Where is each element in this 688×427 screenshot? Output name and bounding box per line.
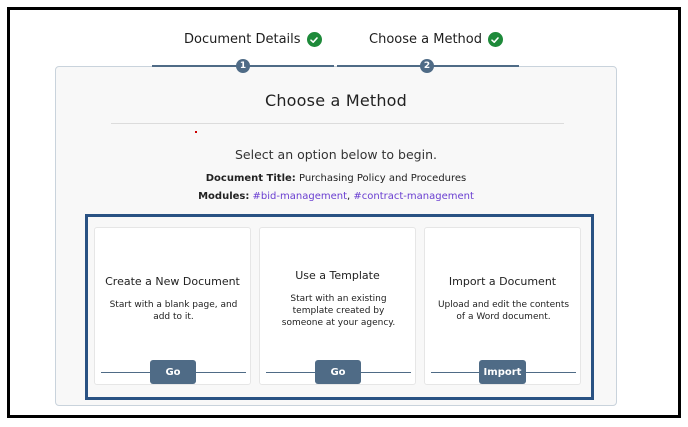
module-link-bid-management[interactable]: #bid-management	[252, 191, 347, 202]
option-description: Start with a blank page, and add to it.	[109, 300, 238, 322]
progress-stepper: Document Details Choose a Method	[0, 0, 688, 80]
step-choose-method[interactable]: Choose a Method	[369, 32, 503, 47]
document-title-value: Purchasing Policy and Procedures	[298, 173, 467, 184]
option-title: Import a Document	[448, 275, 557, 288]
module-separator: ,	[347, 191, 351, 202]
step-number-badge: 1	[236, 59, 250, 73]
step-label: Choose a Method	[369, 32, 482, 47]
go-button[interactable]: Go	[315, 360, 361, 384]
instruction-text: Select an option below to begin.	[235, 147, 437, 162]
option-title: Create a New Document	[105, 275, 240, 288]
document-title-line: Document Title: Purchasing Policy and Pr…	[56, 173, 616, 184]
step-label: Document Details	[184, 32, 301, 47]
modules-line: Modules: #bid-management, #contract-mana…	[56, 191, 616, 202]
option-card-template: Use a Template Start with an existing te…	[259, 227, 416, 385]
stray-dot	[195, 131, 197, 133]
option-card-new-document: Create a New Document Start with a blank…	[94, 227, 251, 385]
check-circle-icon	[487, 32, 503, 47]
option-description: Upload and edit the contents of a Word d…	[437, 300, 570, 322]
page-title: Choose a Method	[264, 91, 408, 110]
step-document-details[interactable]: Document Details	[184, 32, 322, 47]
option-card-import: Import a Document Upload and edit the co…	[424, 227, 581, 385]
method-options: Create a New Document Start with a blank…	[85, 214, 594, 400]
step-number-badge: 2	[420, 59, 434, 73]
option-title: Use a Template	[295, 269, 380, 282]
module-link-contract-management[interactable]: #contract-management	[353, 191, 474, 202]
modules-label: Modules:	[198, 191, 250, 202]
check-circle-icon	[306, 32, 322, 47]
option-description: Start with an existing template created …	[281, 294, 396, 328]
divider	[111, 123, 564, 124]
import-button[interactable]: Import	[479, 360, 526, 384]
choose-method-panel: Choose a Method Select an option below t…	[55, 66, 617, 406]
go-button[interactable]: Go	[150, 360, 196, 384]
document-title-label: Document Title:	[205, 173, 296, 184]
